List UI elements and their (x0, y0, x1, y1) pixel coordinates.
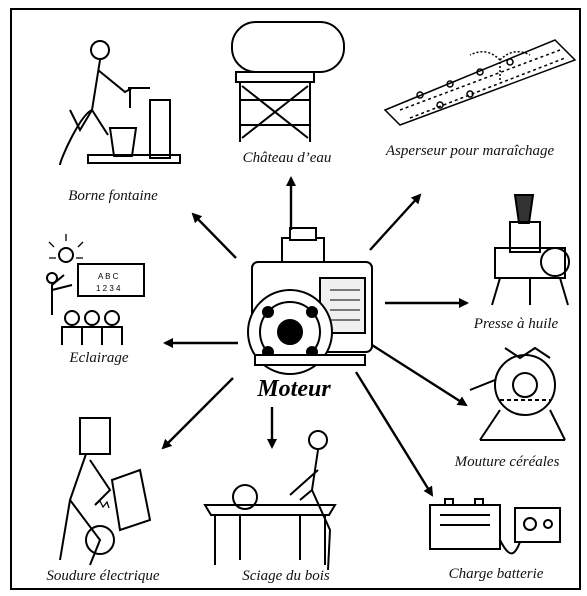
mouture-illustration (470, 348, 565, 440)
label-soudure: Soudure électrique (46, 568, 159, 585)
arrow-charge-batterie (356, 372, 432, 495)
label-chateau-deau: Château d’eau (243, 150, 332, 167)
label-charge-batterie: Charge batterie (449, 566, 544, 583)
borne-fontaine-illustration (60, 41, 180, 165)
label-asperseur: Asperseur pour maraîchage (386, 143, 554, 160)
soudure-illustration (60, 418, 150, 565)
label-borne-fontaine: Borne fontaine (68, 188, 158, 205)
arrow-asperseur (370, 195, 420, 250)
svg-text:1 2 3 4: 1 2 3 4 (96, 284, 121, 293)
chateau-deau-illustration (232, 22, 344, 142)
eclairage-illustration: A B C 1 2 3 4 (47, 234, 144, 345)
label-mouture: Mouture céréales (455, 454, 560, 471)
engine-illustration (248, 228, 372, 374)
center-label-moteur: Moteur (257, 376, 330, 403)
label-eclairage: Eclairage (69, 350, 128, 367)
svg-text:A B C: A B C (98, 272, 119, 281)
charge-batterie-illustration (430, 499, 560, 553)
arrow-soudure (163, 378, 233, 448)
label-presse-huile: Presse à huile (474, 316, 558, 333)
arrow-mouture (372, 345, 466, 405)
label-sciage: Sciage du bois (242, 568, 330, 585)
sciage-illustration (205, 431, 335, 570)
presse-huile-illustration (492, 195, 569, 305)
asperseur-illustration (385, 40, 575, 125)
arrow-borne-fontaine (193, 214, 236, 258)
